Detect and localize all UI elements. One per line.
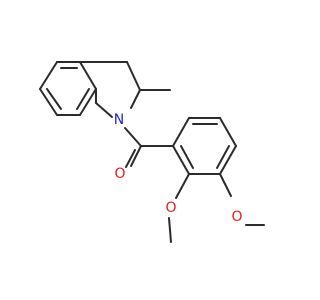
- bond: [219, 173, 232, 197]
- amide-group: [124, 127, 174, 168]
- bond: [219, 145, 237, 175]
- benzene-ring-dimethoxy: [172, 117, 237, 175]
- bond: [126, 61, 141, 91]
- double-bond-inner: [216, 145, 230, 169]
- bond: [95, 102, 113, 118]
- chemical-structure: N O O O: [39, 61, 265, 243]
- bond: [79, 61, 97, 90]
- double-bond-inner: [180, 145, 194, 169]
- bond: [79, 88, 97, 116]
- bond: [172, 145, 190, 175]
- carbonyl-oxygen-atom: O: [114, 166, 125, 182]
- nitrogen-atom: N: [114, 112, 124, 128]
- methoxy-oxygen-atom: O: [165, 200, 176, 216]
- bond: [175, 173, 190, 199]
- double-bond-inner: [76, 88, 90, 110]
- double-bond-inner: [46, 88, 62, 110]
- carbonyl-double-bond: [125, 149, 136, 168]
- bond: [39, 61, 58, 90]
- benzene-ring-indoline: [39, 61, 97, 116]
- bond: [124, 127, 142, 147]
- bond: [219, 117, 237, 147]
- bond: [130, 89, 141, 109]
- bond: [172, 117, 190, 147]
- methoxy-oxygen-atom: O: [231, 209, 242, 225]
- bond: [39, 88, 58, 116]
- methoxy-group-2: [168, 173, 190, 243]
- methoxy-group-3: [219, 173, 265, 226]
- bond: [168, 217, 172, 243]
- pyrroline-ring: [79, 61, 141, 118]
- structure-canvas: N O O O: [39, 61, 265, 243]
- carbonyl-double-bond: [130, 145, 142, 167]
